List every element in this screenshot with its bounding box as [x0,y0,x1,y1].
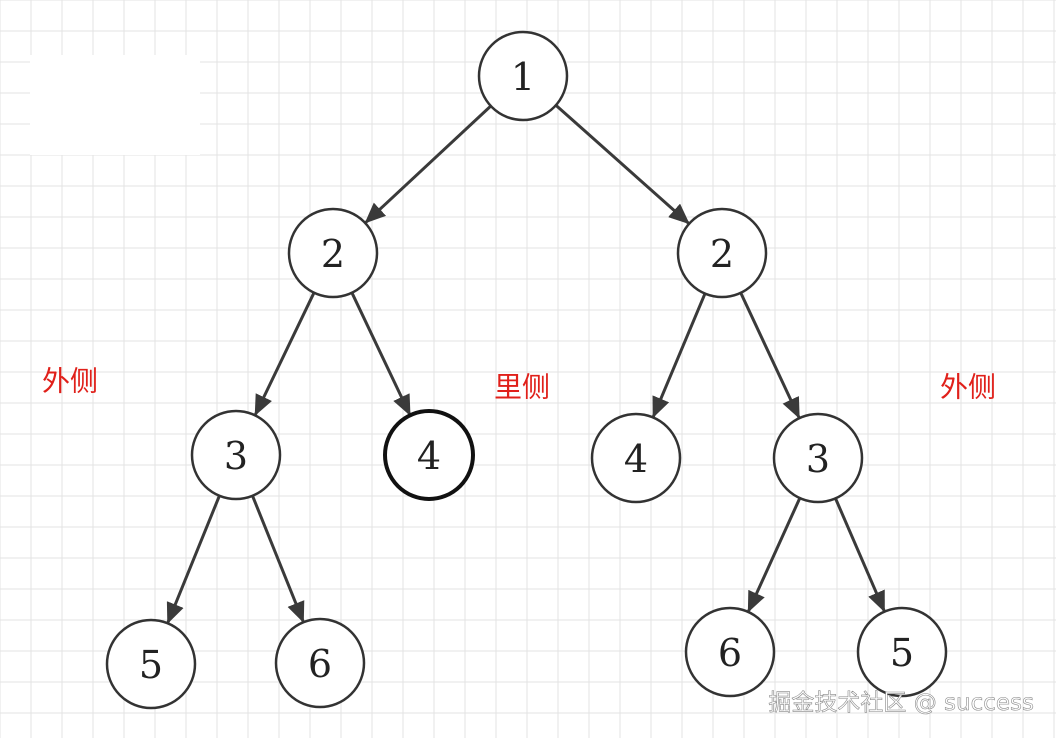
tree-node-r3b: 5 [856,606,948,698]
edge-arrow-root-to-l1 [364,104,492,224]
tree-node-l1: 2 [287,207,379,299]
node-circle [684,606,776,698]
node-label: 3 [224,434,248,478]
blank-patch [30,55,200,155]
edge-arrow-r2b-to-r3b [834,497,886,613]
node-circle [287,207,379,299]
node-circle [676,207,768,299]
tree-node-l2b: 4 [383,409,475,501]
tree-node-r1: 2 [676,207,768,299]
edges [166,104,886,624]
tree-node-r2b: 3 [772,412,864,504]
node-label: 3 [806,437,830,481]
edge-arrow-l1-to-l2b [350,292,412,417]
node-label: 6 [718,631,742,675]
tree-node-root: 1 [477,30,569,122]
edge-arrow-l2a-to-l3b [251,495,305,623]
edge-arrow-r2b-to-r3a [747,497,802,613]
tree-node-l2a: 3 [190,409,282,501]
node-circle [772,412,864,504]
watermark: 掘金技术社区 @ success [768,690,1034,716]
node-circle [590,412,682,504]
nodes: 1 2 2 3 4 4 3 5 6 6 5 [105,30,948,710]
node-label: 6 [308,642,332,686]
edge-arrow-r1-to-r2b [739,292,801,419]
tree-node-l3b: 6 [274,617,366,709]
node-circle [190,409,282,501]
outer-side-label-right: 外侧 [940,371,996,404]
node-circle [274,617,366,709]
edge-arrow-r1-to-r2a [652,293,707,419]
node-circle [856,606,948,698]
edge-arrow-root-to-r1 [554,104,690,225]
node-circle [383,409,475,501]
node-label: 4 [417,434,441,478]
node-label: 2 [321,232,345,276]
node-label: 2 [710,232,734,276]
node-label: 4 [624,437,648,481]
edge-arrow-l2a-to-l3a [166,495,221,624]
node-circle [105,618,197,710]
node-circle [477,30,569,122]
outer-side-label-left: 外侧 [42,365,98,398]
inner-side-label: 里侧 [494,371,550,404]
node-label: 5 [890,631,914,675]
node-label: 5 [139,643,163,687]
node-label: 1 [511,55,535,99]
tree-node-r2a: 4 [590,412,682,504]
tree-node-l3a: 5 [105,618,197,710]
tree-node-r3a: 6 [684,606,776,698]
edge-arrow-l1-to-l2a [254,292,316,417]
